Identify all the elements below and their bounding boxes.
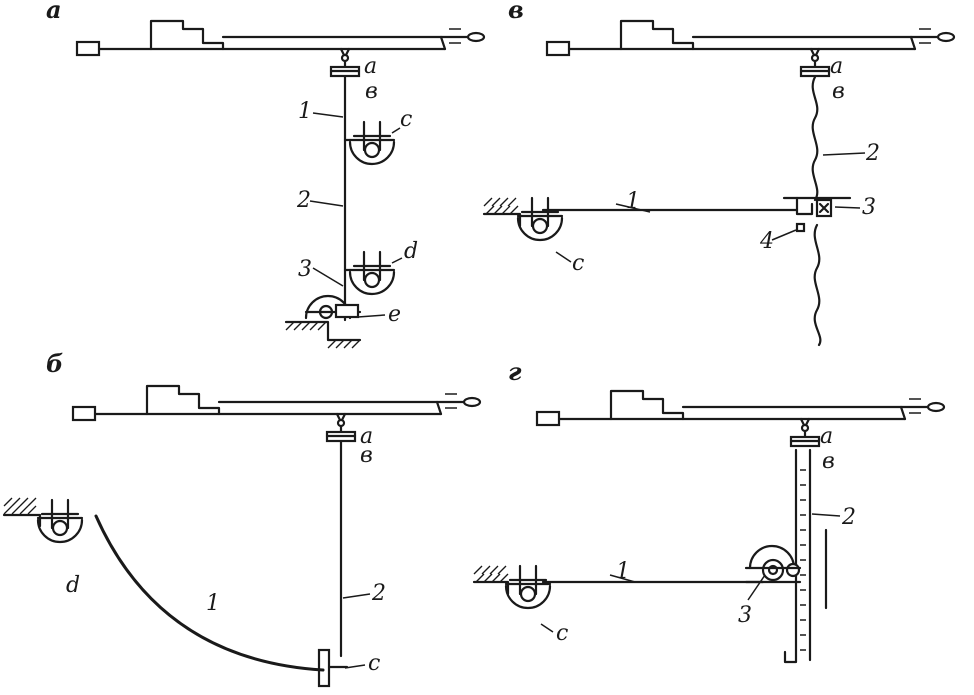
label-a-3: 3: [298, 257, 312, 282]
label-a-v: в: [365, 79, 378, 104]
label-v-4: 4: [759, 229, 774, 254]
wall-v: [482, 197, 522, 228]
label-g-2: 2: [841, 505, 856, 530]
wavy-string-v: [811, 75, 822, 347]
label-g-a: a: [820, 424, 833, 449]
clamp-v: [782, 196, 852, 233]
label-v-c: c: [572, 251, 584, 276]
label-g-3: 3: [738, 603, 752, 628]
panel-letter-g: г: [508, 357, 522, 386]
panel-g: г: [472, 357, 946, 664]
bracket-v-g: [789, 429, 821, 448]
instrument-b: [71, 384, 482, 428]
label-b-1: 1: [206, 591, 220, 616]
label-g-1: 1: [616, 559, 630, 584]
label-a-1: 1: [298, 99, 312, 124]
bearing-c-g: [504, 564, 552, 610]
bracket-v-b: [325, 424, 357, 443]
instrument-v: [545, 19, 956, 63]
label-a-c: c: [400, 107, 412, 132]
label-a-a: a: [364, 54, 377, 79]
panel-b: б a в 2 1 c d: [2, 349, 482, 688]
label-b-a: a: [360, 424, 373, 449]
panel-letter-a: а: [46, 0, 62, 24]
label-v-2: 2: [865, 141, 880, 166]
label-v-a: a: [830, 54, 843, 79]
rack-g: [783, 448, 828, 664]
wall-b: [2, 497, 42, 528]
label-b-d: d: [66, 573, 80, 598]
label-a-e: e: [388, 302, 401, 327]
wall-g: [472, 565, 510, 596]
label-a-d: d: [404, 239, 418, 264]
bearing-e-a: [284, 294, 362, 349]
label-v-3: 3: [862, 195, 876, 220]
bracket-v-v: [799, 59, 831, 78]
end-piece-c-b: [317, 648, 349, 688]
bearing-c-a: [348, 120, 396, 166]
panel-a: а a в 1: [46, 0, 486, 349]
bearing-c-v: [516, 196, 564, 242]
label-g-c: c: [556, 621, 568, 646]
instrument-g: [535, 389, 946, 433]
curved-arm-b: [94, 514, 325, 672]
panel-letter-v: в: [508, 0, 524, 24]
instrument-a: [75, 19, 486, 63]
bracket-v-a: [329, 59, 361, 78]
label-a-2: 2: [296, 188, 311, 213]
label-g-v: в: [822, 449, 835, 474]
label-b-2: 2: [371, 581, 386, 606]
label-v-1: 1: [626, 189, 640, 214]
label-b-v: в: [360, 443, 373, 468]
bearing-d-b: [36, 498, 84, 544]
gear-g: [744, 544, 802, 584]
label-b-c: c: [368, 651, 380, 676]
panel-letter-b: б: [46, 349, 63, 378]
panel-v: в a в 2 1 3: [482, 0, 956, 347]
bearing-d-a: [348, 250, 396, 296]
label-v-v: в: [832, 79, 845, 104]
